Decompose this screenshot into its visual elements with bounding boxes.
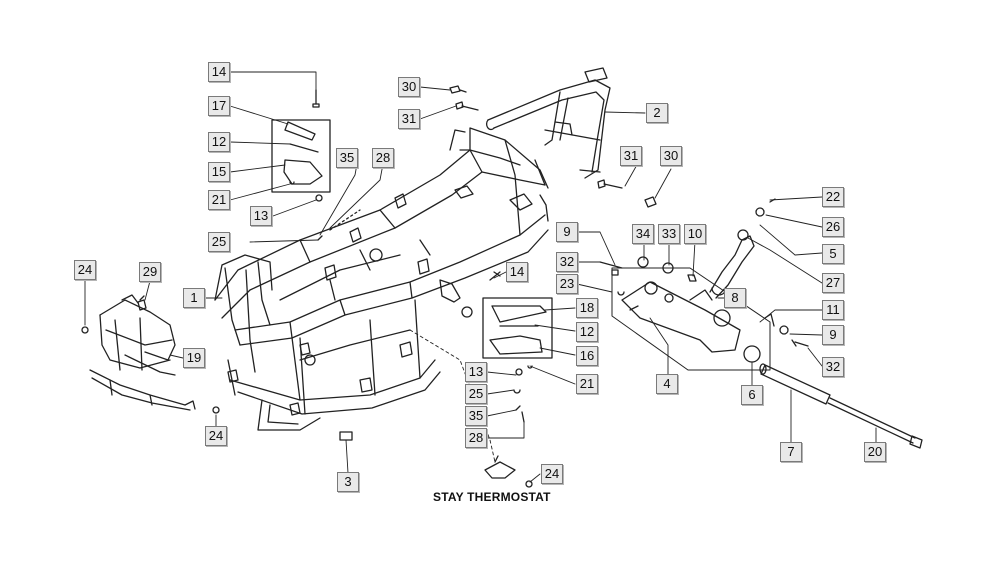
bolt-icon [597,179,657,208]
nut-icon [515,368,523,376]
callout-label: 24 [205,426,227,446]
pin-icon [521,411,525,423]
link-icon [611,267,771,371]
callout-label: 5 [822,244,844,264]
pipe-icon [759,363,831,405]
callout-label: 22 [822,187,844,207]
main-frame [214,127,549,431]
washer-icon [779,325,789,335]
callout-label: 30 [660,146,682,166]
callout-label: 13 [250,206,272,226]
callout-label: 30 [398,77,420,97]
leader-lines [84,71,877,483]
callout-label: 23 [556,274,578,294]
callout-label: 14 [506,262,528,282]
callout-label: 4 [656,374,678,394]
nut-icon [687,274,697,282]
bracket-icon [271,89,331,202]
callout-label: 14 [208,62,230,82]
callout-label: 31 [620,146,642,166]
diagram-caption: STAY THERMOSTAT [433,490,551,504]
callout-label: 24 [74,260,96,280]
nut-icon [212,406,220,414]
callout-label: 26 [822,217,844,237]
callout-label: 21 [208,190,230,210]
washer-icon [755,207,765,217]
callout-label: 27 [822,273,844,293]
bolt-icon [137,299,147,311]
callout-label: 25 [208,232,230,252]
callout-label: 2 [646,103,668,123]
callout-label: 25 [465,384,487,404]
callout-label: 3 [337,472,359,492]
callout-label: 18 [576,298,598,318]
callout-label: 16 [576,346,598,366]
bolt-icon [599,261,623,269]
bracket-icon [482,297,553,369]
callout-label: 12 [208,132,230,152]
bushing-icon [662,262,674,274]
callout-label: 10 [684,224,706,244]
thermostat-stay [484,455,516,479]
rear-rail [485,67,611,179]
washer-icon [617,291,625,296]
callout-label: 17 [208,96,230,116]
callout-label: 9 [822,325,844,345]
callout-label: 33 [658,224,680,244]
callout-label: 13 [465,362,487,382]
shaft-icon [827,397,923,449]
nut-icon [81,326,89,334]
callout-label: 11 [822,300,844,320]
callout-label: 15 [208,162,230,182]
nut-icon [525,480,533,488]
callout-label: 8 [724,288,746,308]
callout-label: 35 [336,148,358,168]
callout-label: 19 [183,348,205,368]
callout-label: 9 [556,222,578,242]
callout-label: 1 [183,288,205,308]
callout-label: 24 [541,464,563,484]
callout-label: 21 [576,374,598,394]
pin-icon [317,235,323,241]
callout-label: 29 [139,262,161,282]
bushing-icon [637,256,649,268]
callout-label: 20 [864,442,886,462]
front-bracket [89,294,196,411]
callout-label: 6 [741,385,763,405]
callout-label: 31 [398,109,420,129]
bushing-icon [743,345,761,363]
washer-icon [737,229,749,241]
callout-label: 32 [556,252,578,272]
callout-label: 28 [465,428,487,448]
callout-label: 35 [465,406,487,426]
stopper-icon [339,431,353,441]
callout-label: 34 [632,224,654,244]
pin-icon [515,405,521,411]
bolt-icon [449,85,479,111]
callout-label: 12 [576,322,598,342]
bolt-icon [791,339,809,347]
washer-icon [513,389,521,394]
callout-label: 32 [822,357,844,377]
callout-label: 7 [780,442,802,462]
callout-label: 28 [372,148,394,168]
